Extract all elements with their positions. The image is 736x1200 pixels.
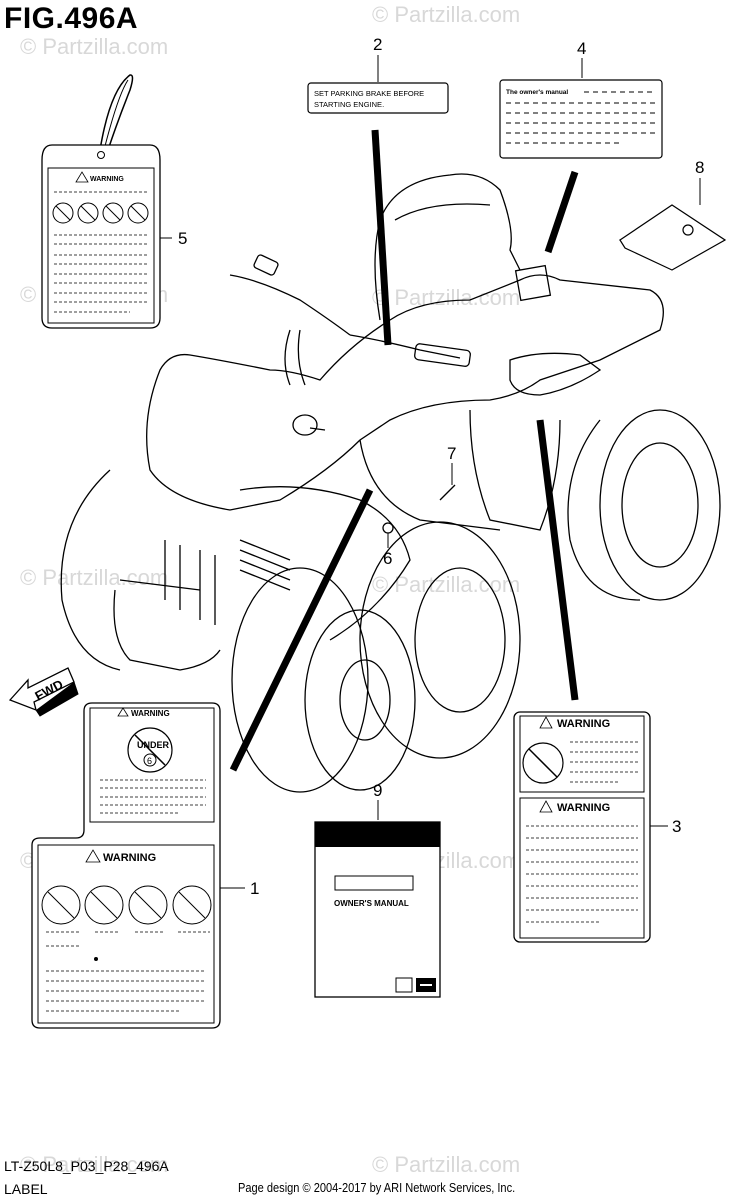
callout-3: 3 (672, 817, 681, 836)
part2-text-line1: SET PARKING BRAKE BEFORE (314, 89, 424, 98)
rear-wheel-left-hub (414, 567, 506, 713)
part2-text-line2: STARTING ENGINE. (314, 100, 384, 109)
front-body (146, 274, 664, 511)
part4-text: The owner's manual (506, 89, 568, 96)
part1-label: WARNING UNDER 6 WARNING (31, 702, 221, 1029)
front-wheel-hub (339, 659, 391, 741)
part5-warning: WARNING (90, 176, 124, 183)
watermark-text: © Partzilla.com (372, 2, 520, 27)
watermark-text: © Partzilla.com (20, 1152, 168, 1177)
part1-warning-top: WARNING (131, 709, 170, 718)
manual-title: OWNER'S MANUAL (334, 899, 409, 908)
part1-warning-main: WARNING (103, 852, 156, 864)
cable-2 (297, 329, 306, 386)
right-grip (414, 343, 471, 367)
callout-5: 5 (178, 229, 187, 248)
callout-9: 9 (373, 781, 382, 800)
leader-2 (371, 129, 392, 346)
watermark-text: © Partzilla.com (20, 34, 168, 59)
callout-leaders (160, 55, 701, 889)
leader-4 (544, 170, 579, 254)
callout-7: 7 (447, 444, 456, 463)
part3-warning-top: WARNING (557, 718, 610, 730)
seat-top (394, 203, 491, 221)
watermark-text: © Partzilla.com (372, 572, 520, 597)
fwd-arrow: FWD (8, 667, 79, 717)
part5-hang-tag: WARNING (41, 74, 161, 329)
watermark-text: © Partzilla.com (20, 565, 168, 590)
ignition-key (309, 427, 326, 431)
callout-4: 4 (577, 39, 586, 58)
footrest (359, 439, 501, 531)
front-wheel (231, 567, 369, 793)
front-bumper-bar (119, 579, 201, 591)
seat-label-area (514, 264, 552, 302)
front-fender (239, 486, 411, 641)
section-label: LABEL (4, 1181, 48, 1197)
seat-back (374, 173, 521, 321)
rear-wheel-right-edge (567, 419, 641, 601)
part3-warning-main: WARNING (557, 802, 610, 814)
part6-marker (382, 522, 394, 534)
callout-1: 1 (250, 879, 259, 898)
rear-wheel-right-hub (621, 442, 699, 568)
part1-under-text: UNDER (137, 740, 170, 750)
copyright-text: Page design © 2004-2017 by ARI Network S… (238, 1180, 516, 1195)
part2-label: SET PARKING BRAKE BEFORE STARTING ENGINE… (307, 82, 449, 114)
handlebar-left (229, 274, 351, 336)
leader-3 (536, 419, 579, 701)
leader-1 (229, 488, 374, 772)
leader-lines (229, 129, 579, 772)
front-shock (239, 539, 291, 591)
part3-label: WARNING WARNING (513, 711, 651, 943)
rear-fender-label-area (509, 352, 602, 396)
drawing-code: LT-Z50L8_P03_P28_496A (4, 1158, 169, 1174)
rear-wheel-right (599, 409, 721, 601)
atv-drawing (60, 173, 721, 793)
callout-6: 6 (383, 549, 392, 568)
callout-8: 8 (695, 158, 704, 177)
watermark-text: © Partzilla.com (372, 1152, 520, 1177)
part8-label (618, 204, 727, 271)
part9-owners-manual: OWNER'S MANUAL (314, 821, 441, 998)
front-frame (164, 540, 216, 625)
cable-1 (284, 329, 291, 386)
part7-marker (439, 484, 456, 501)
part1-under-age: 6 (147, 756, 152, 766)
callout-2: 2 (373, 35, 382, 54)
front-wheel-face (304, 609, 416, 791)
part4-text-lines (506, 91, 656, 144)
callout-numbers: 2 4 8 5 7 6 3 1 9 (178, 35, 704, 898)
front-bumper (113, 589, 221, 671)
ignition-switch (292, 414, 318, 436)
side-panel (469, 409, 561, 531)
part4-label: The owner's manual (499, 79, 663, 159)
far-front-wheel (60, 469, 121, 671)
left-grip (253, 254, 279, 276)
figure-title: FIG.496A (4, 2, 139, 35)
